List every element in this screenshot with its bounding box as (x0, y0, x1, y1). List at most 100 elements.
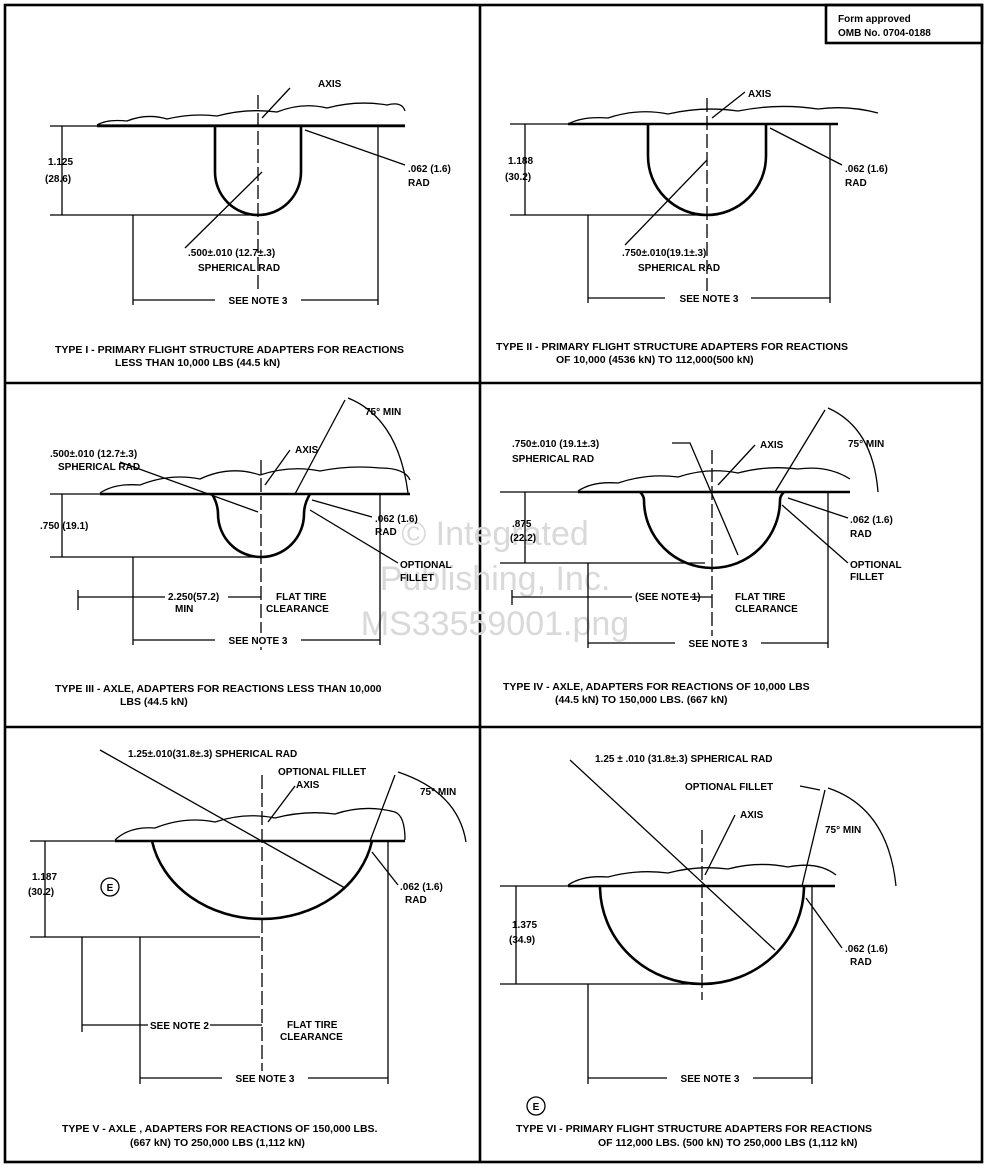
svg-text:CLEARANCE: CLEARANCE (735, 604, 798, 615)
svg-text:OF 10,000 (4536 kN) TO 112,000: OF 10,000 (4536 kN) TO 112,000(500 kN) (556, 354, 754, 366)
svg-text:1.188: 1.188 (508, 156, 533, 167)
svg-text:75° MIN: 75° MIN (420, 787, 456, 798)
svg-text:CLEARANCE: CLEARANCE (280, 1032, 343, 1043)
svg-text:TYPE II - PRIMARY FLIGHT STRUC: TYPE II - PRIMARY FLIGHT STRUCTURE ADAPT… (496, 341, 848, 353)
svg-text:(30.2): (30.2) (505, 172, 531, 183)
revision-e-mark (100, 877, 120, 897)
svg-text:1.25 ± .010 (31.8±.3) SPHERICA: 1.25 ± .010 (31.8±.3) SPHERICAL RAD (595, 754, 773, 765)
svg-text:(30.2): (30.2) (28, 887, 54, 898)
svg-text:MIN: MIN (175, 604, 193, 615)
panel-type-3: AXIS 75° MIN .500±.010 (12.7±.3) SPHERIC… (40, 397, 452, 708)
svg-text:RAD: RAD (405, 895, 427, 906)
svg-text:SEE NOTE 3: SEE NOTE 3 (680, 294, 739, 305)
svg-text:Form approved: Form approved (838, 14, 911, 25)
svg-text:75° MIN: 75° MIN (365, 407, 401, 418)
svg-text:AXIS: AXIS (740, 810, 764, 821)
svg-text:(28.6): (28.6) (45, 174, 71, 185)
svg-text:SPHERICAL RAD: SPHERICAL RAD (638, 263, 720, 274)
svg-text:Publishing, Inc.: Publishing, Inc. (380, 560, 611, 598)
svg-text:1.25±.010(31.8±.3) SPHERICAL R: 1.25±.010(31.8±.3) SPHERICAL RAD (128, 749, 297, 760)
svg-text:.500±.010 (12.7±.3): .500±.010 (12.7±.3) (50, 449, 137, 460)
svg-text:RAD: RAD (845, 178, 867, 189)
svg-text:1.125: 1.125 (48, 157, 73, 168)
svg-text:75° MIN: 75° MIN (848, 439, 884, 450)
svg-text:TYPE IV - AXLE, ADAPTERS FOR R: TYPE IV - AXLE, ADAPTERS FOR REACTIONS O… (503, 681, 810, 693)
svg-text:AXIS: AXIS (296, 780, 320, 791)
svg-text:RAD: RAD (408, 178, 430, 189)
svg-text:AXIS: AXIS (295, 445, 319, 456)
panel-type-1: AXIS 1.125 (28.6) .062 (1.6) RAD .500±.0… (45, 79, 451, 369)
svg-text:OMB No. 0704-0188: OMB No. 0704-0188 (838, 28, 931, 39)
svg-text:AXIS: AXIS (760, 440, 784, 451)
panel-type-2: AXIS 1.188 (30.2) .062 (1.6) RAD .750±.0… (496, 89, 888, 366)
svg-text:.062 (1.6): .062 (1.6) (845, 164, 888, 175)
svg-text:.750±.010 (19.1±.3): .750±.010 (19.1±.3) (512, 439, 599, 450)
svg-text:(44.5 kN) TO 150,000 LBS. (667: (44.5 kN) TO 150,000 LBS. (667 kN) (555, 694, 728, 706)
svg-text:75° MIN: 75° MIN (825, 825, 861, 836)
svg-text:RAD: RAD (850, 529, 872, 540)
svg-text:OF 112,000 LBS. (500 kN) TO 25: OF 112,000 LBS. (500 kN) TO 250,000 LBS … (598, 1137, 858, 1149)
svg-text:(34.9): (34.9) (509, 935, 535, 946)
svg-text:.750±.010(19.1±.3): .750±.010(19.1±.3) (622, 248, 706, 259)
svg-text:.062 (1.6): .062 (1.6) (850, 515, 893, 526)
panel-type-6: 1.25 ± .010 (31.8±.3) SPHERICAL RAD OPTI… (500, 754, 897, 1149)
svg-text:E: E (533, 1102, 540, 1113)
surface-outline (567, 863, 837, 886)
svg-text:.062 (1.6): .062 (1.6) (400, 882, 443, 893)
outer-border (3, 3, 984, 1164)
surface-outline (114, 807, 406, 841)
svg-text:.875: .875 (512, 519, 532, 530)
watermark: © Integrated Publishing, Inc. MS33559001… (361, 515, 629, 643)
svg-text:TYPE VI - PRIMARY FLIGHT STRUC: TYPE VI - PRIMARY FLIGHT STRUCTURE ADAPT… (516, 1123, 872, 1135)
svg-text:RAD: RAD (375, 527, 397, 538)
svg-text:RAD: RAD (850, 957, 872, 968)
svg-text:LESS THAN 10,000 LBS (44.5 kN): LESS THAN 10,000 LBS (44.5 kN) (115, 357, 280, 369)
svg-text:SEE NOTE 3: SEE NOTE 3 (229, 296, 288, 307)
surface-outline (99, 466, 411, 494)
svg-text:(22.2): (22.2) (510, 533, 536, 544)
svg-text:.062 (1.6): .062 (1.6) (375, 514, 418, 525)
svg-text:.750 (19.1): .750 (19.1) (40, 521, 88, 532)
revision-e-mark (526, 1096, 546, 1116)
svg-text:TYPE V - AXLE , ADAPTERS FOR R: TYPE V - AXLE , ADAPTERS FOR REACTIONS O… (62, 1123, 378, 1135)
svg-text:2.250(57.2): 2.250(57.2) (168, 592, 219, 603)
svg-text:© Integrated: © Integrated (401, 515, 589, 553)
form-approved-box: Form approved OMB No. 0704-0188 (824, 3, 984, 45)
svg-text:SEE NOTE 3: SEE NOTE 3 (229, 636, 288, 647)
svg-text:AXIS: AXIS (318, 79, 342, 90)
svg-text:SEE NOTE 3: SEE NOTE 3 (236, 1074, 295, 1085)
surface-outline (96, 102, 406, 126)
svg-text:SPHERICAL RAD: SPHERICAL RAD (58, 462, 140, 473)
svg-text:(667 kN) TO 250,000 LBS (1,112: (667 kN) TO 250,000 LBS (1,112 kN) (130, 1137, 305, 1149)
svg-text:SEE NOTE 3: SEE NOTE 3 (681, 1074, 740, 1085)
svg-text:FLAT TIRE: FLAT TIRE (735, 592, 786, 603)
svg-text:SPHERICAL RAD: SPHERICAL RAD (198, 263, 280, 274)
svg-text:MS33559001.png: MS33559001.png (361, 605, 629, 643)
svg-text:FLAT TIRE: FLAT TIRE (276, 592, 327, 603)
svg-text:1.375: 1.375 (512, 920, 537, 931)
svg-text:TYPE I - PRIMARY FLIGHT STRUCT: TYPE I - PRIMARY FLIGHT STRUCTURE ADAPTE… (55, 344, 404, 356)
svg-text:SEE NOTE 3: SEE NOTE 3 (689, 639, 748, 650)
svg-text:FLAT TIRE: FLAT TIRE (287, 1020, 338, 1031)
svg-text:E: E (107, 883, 114, 894)
svg-text:SEE NOTE 2: SEE NOTE 2 (150, 1021, 209, 1032)
svg-text:FILLET: FILLET (400, 573, 434, 584)
svg-text:FILLET: FILLET (850, 572, 884, 583)
svg-text:CLEARANCE: CLEARANCE (266, 604, 329, 615)
svg-text:(SEE NOTE 1): (SEE NOTE 1) (635, 592, 701, 603)
svg-text:.062 (1.6): .062 (1.6) (408, 164, 451, 175)
panel-type-4: AXIS 75° MIN .750±.010 (19.1±.3) SPHERIC… (500, 407, 902, 706)
svg-text:OPTIONAL FILLET: OPTIONAL FILLET (685, 782, 773, 793)
svg-text:.500±.010 (12.7±.3): .500±.010 (12.7±.3) (188, 248, 275, 259)
spherical-bulb (150, 840, 374, 921)
svg-text:.062 (1.6): .062 (1.6) (845, 944, 888, 955)
svg-text:OPTIONAL FILLET: OPTIONAL FILLET (278, 767, 366, 778)
svg-text:1.187: 1.187 (32, 872, 57, 883)
svg-text:OPTIONAL: OPTIONAL (850, 560, 902, 571)
surface-outline (577, 467, 851, 492)
svg-text:TYPE III - AXLE, ADAPTERS FOR: TYPE III - AXLE, ADAPTERS FOR REACTIONS … (55, 683, 382, 695)
panel-type-5: 1.25±.010(31.8±.3) SPHERICAL RAD OPTIONA… (28, 749, 467, 1149)
svg-text:AXIS: AXIS (748, 89, 772, 100)
svg-text:OPTIONAL: OPTIONAL (400, 560, 452, 571)
svg-text:SPHERICAL RAD: SPHERICAL RAD (512, 454, 594, 465)
